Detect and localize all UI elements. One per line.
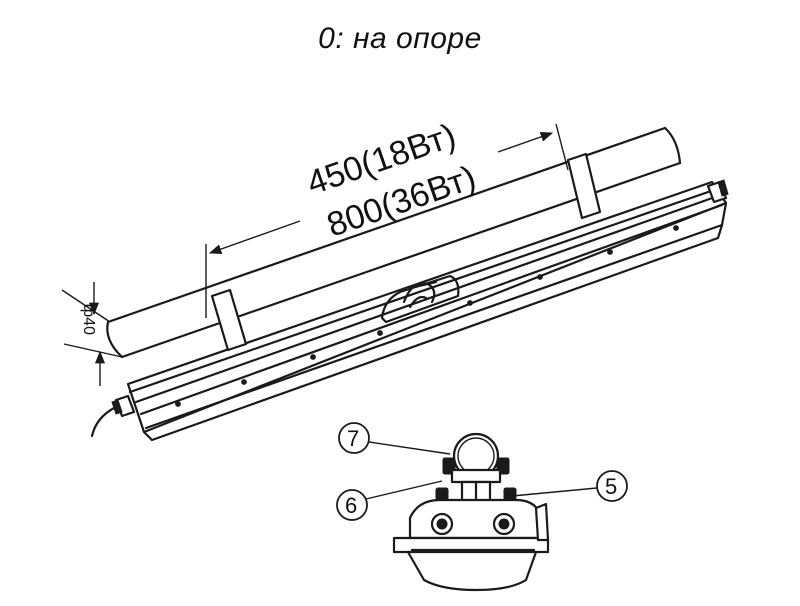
diameter-dimension: ф40 [61,282,123,386]
bracket-nut-left [435,487,449,501]
callout-label-6: 6 [345,493,357,518]
diagram-title: 0: на опоре [318,22,482,55]
diameter-label: ф40 [80,304,97,335]
end-view-diffuser [406,550,538,592]
end-view-latch [534,502,550,542]
end-view-housing-top [408,498,544,540]
callout-label-5: 5 [605,474,617,499]
callout-7: 7 [338,422,451,455]
bracket-nut-right [503,487,517,501]
callout-6: 6 [336,480,443,521]
cable [90,406,116,438]
end-view-flange [392,536,550,554]
luminaire-body [126,180,728,442]
body-screws [175,225,679,407]
pipe-clamp-left [210,288,248,352]
callout-label-7: 7 [347,426,359,451]
pipe-clamp-right [566,152,602,220]
cable-gland-right [706,179,729,204]
length-dimension: 450(18Вт) 800(36Вт) [205,116,569,318]
center-latch [380,274,460,324]
end-view [392,432,550,592]
callout-5: 5 [511,470,628,502]
cable-gland-left [111,394,136,418]
